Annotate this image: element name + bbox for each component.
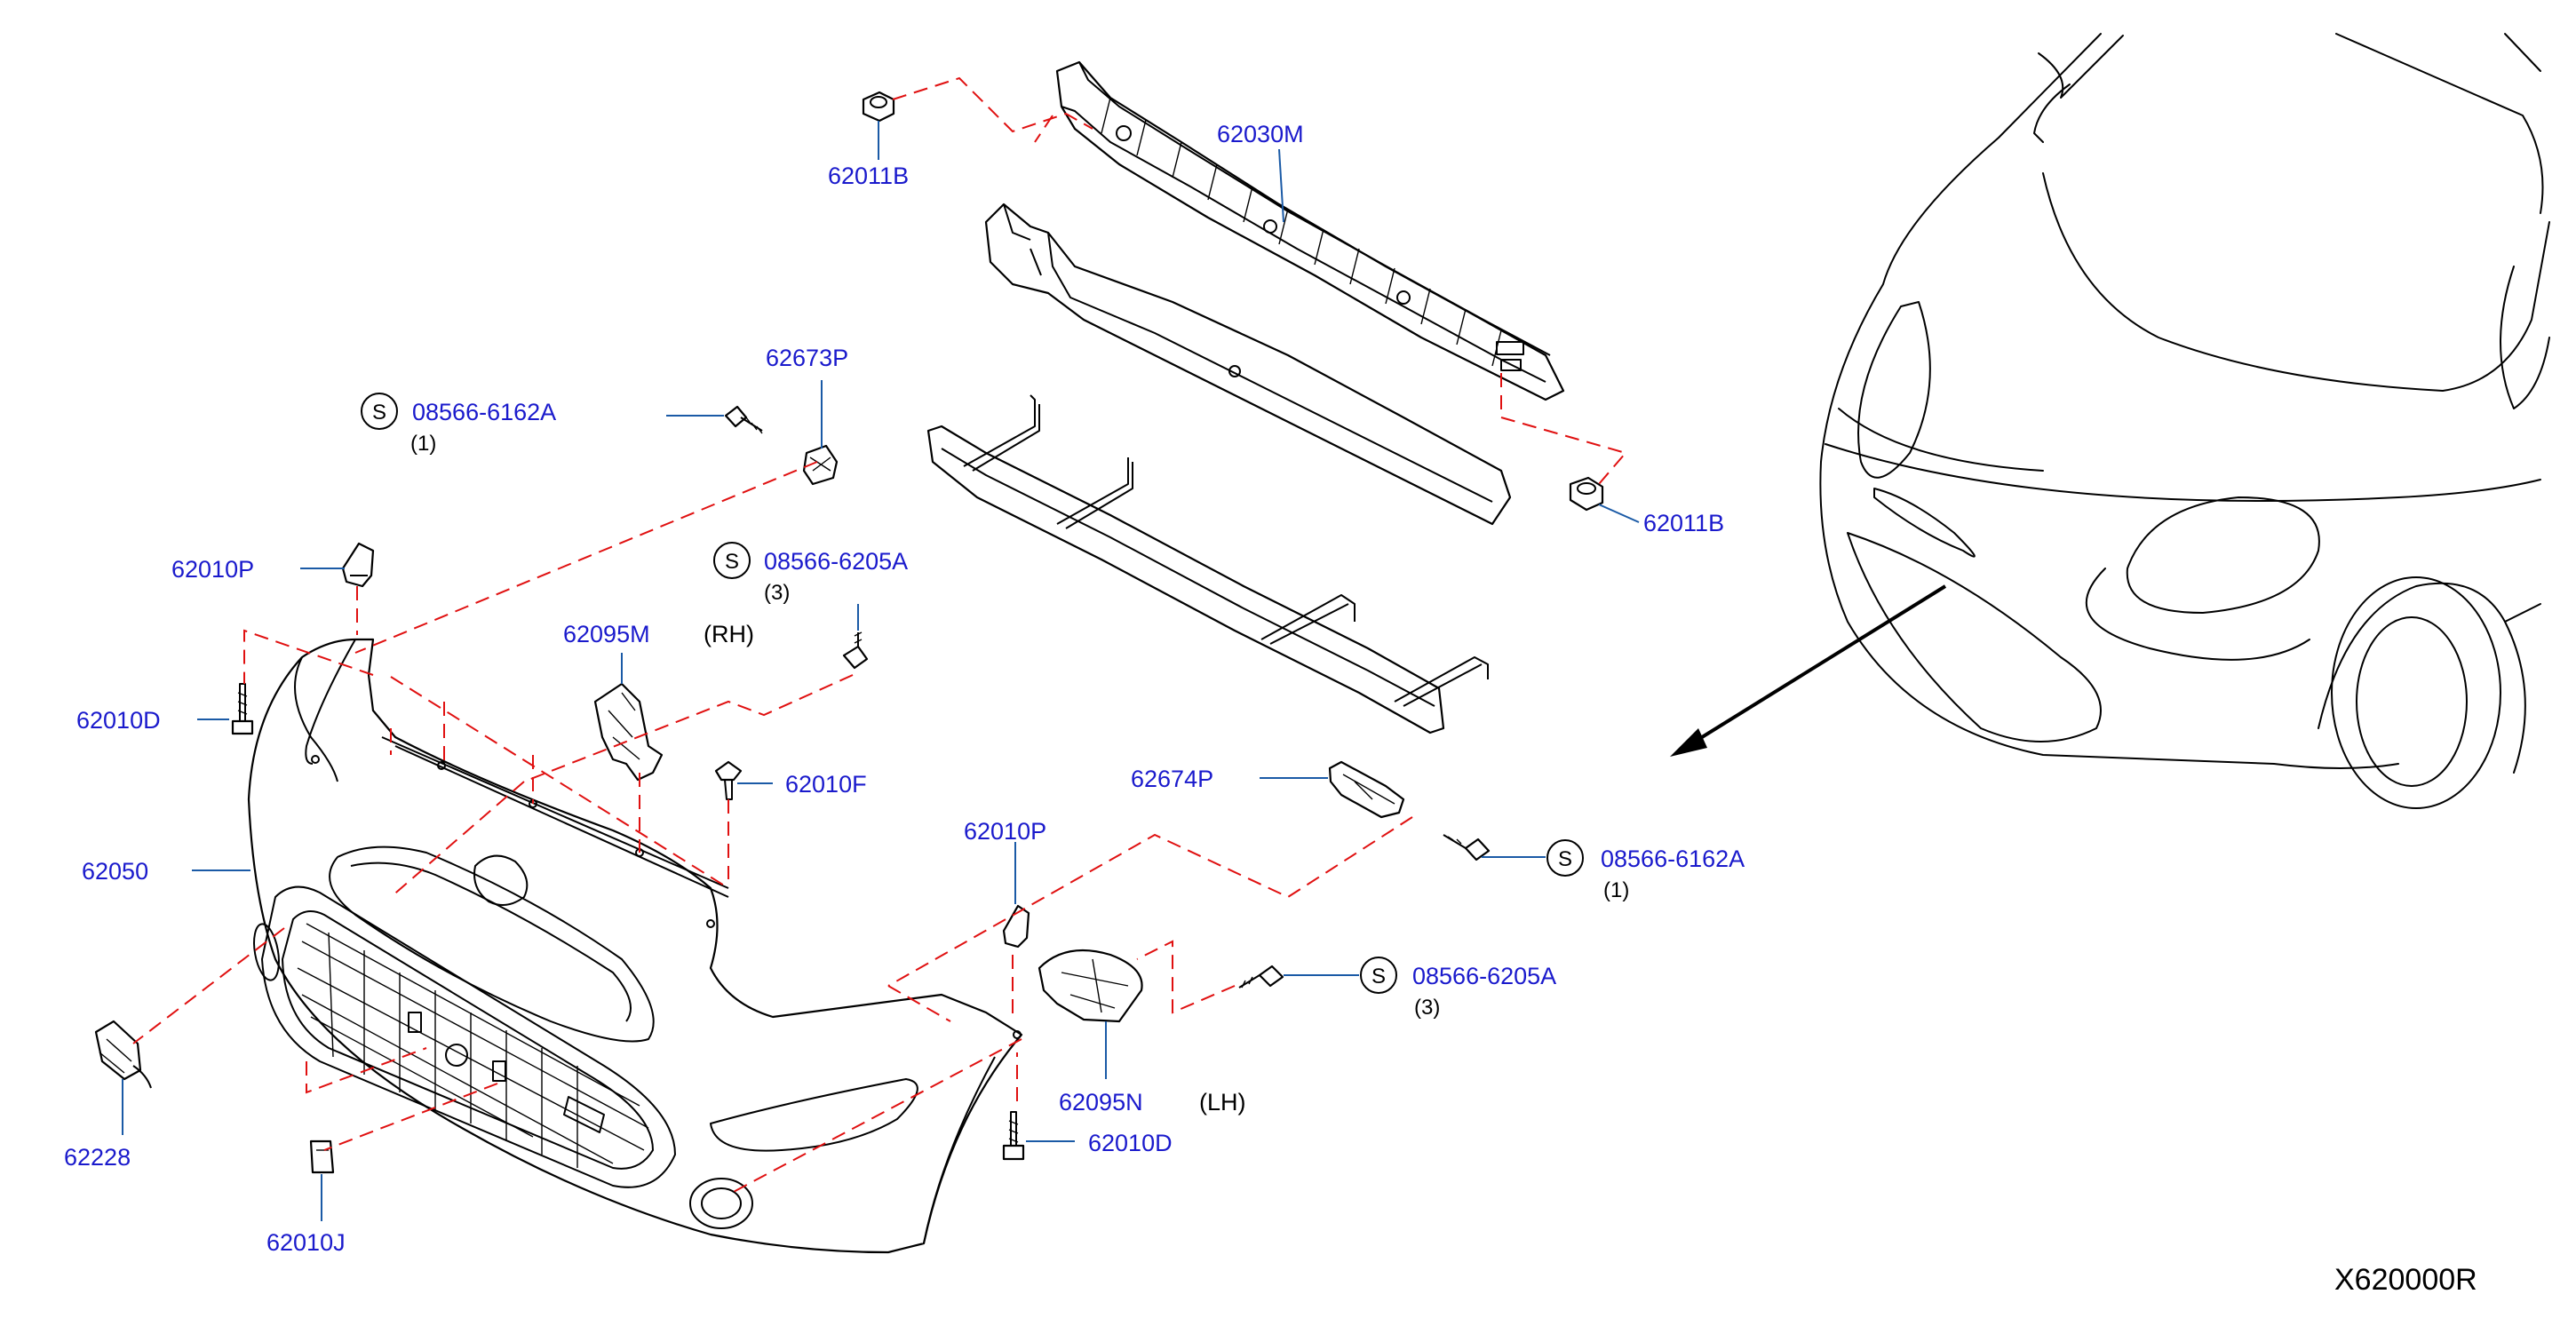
quantity-6162A-right: (1): [1603, 878, 1629, 902]
direction-arrow: [1670, 584, 1947, 757]
clip-62010P-left: [341, 542, 375, 588]
bracket-62674P: [1328, 760, 1405, 819]
part-label-62010J[interactable]: 62010J: [266, 1229, 346, 1256]
quantity-6205A-right: (3): [1414, 996, 1440, 1020]
part-label-62673P[interactable]: 62673P: [766, 345, 848, 371]
part-label-08566-6205A-top[interactable]: 08566-6205A: [764, 548, 908, 575]
standard-part-symbol-3: S: [1546, 839, 1584, 877]
screw-62010D-mid: [1002, 1111, 1025, 1161]
s-symbol-text: S: [1371, 965, 1386, 988]
assembly-reference-lines: [132, 76, 1627, 1195]
part-label-62010D-mid[interactable]: 62010D: [1088, 1130, 1173, 1156]
catalog-code: X620000R: [2334, 1263, 2477, 1297]
nut-62011B-right: [1569, 476, 1604, 512]
s-symbol-text: S: [1558, 847, 1572, 871]
part-label-62010P-mid[interactable]: 62010P: [964, 818, 1046, 845]
part-label-62095M[interactable]: 62095M: [563, 621, 650, 647]
part-label-62011B-right[interactable]: 62011B: [1643, 510, 1724, 536]
bumper-reinforcement-62030M: [1055, 60, 1565, 401]
screw-08566-6162A-right: [1443, 834, 1491, 861]
side-label-rh: (RH): [704, 621, 754, 647]
s-symbol-text: S: [725, 550, 739, 574]
part-label-08566-6162A-top[interactable]: 08566-6162A: [412, 399, 556, 425]
part-label-62011B-top[interactable]: 62011B: [828, 163, 909, 189]
nut-62011B-top: [862, 91, 895, 123]
clip-62010P-mid: [1002, 904, 1030, 949]
part-label-08566-6162A-right[interactable]: 08566-6162A: [1601, 846, 1745, 872]
part-label-08566-6205A-right[interactable]: 08566-6205A: [1412, 963, 1556, 989]
part-label-62228[interactable]: 62228: [64, 1144, 131, 1171]
car-front-view-illustration: [1819, 33, 2550, 809]
part-label-62050[interactable]: 62050: [82, 858, 148, 885]
part-label-62674P[interactable]: 62674P: [1131, 766, 1213, 792]
clip-62010J: [309, 1139, 335, 1174]
bracket-62673P: [802, 444, 839, 486]
part-label-62030M[interactable]: 62030M: [1217, 121, 1304, 147]
part-label-62010D-left[interactable]: 62010D: [76, 707, 161, 734]
screw-08566-6162A-top: [724, 405, 763, 434]
quantity-6205A-top: (3): [764, 581, 790, 605]
sensor-62228: [94, 1020, 152, 1089]
part-label-62010F[interactable]: 62010F: [785, 771, 867, 798]
bumper-lower-bracket-bar: [926, 394, 1489, 734]
standard-part-symbol-4: S: [1360, 957, 1397, 994]
screw-62010D-left: [231, 683, 254, 735]
leader-lines: [122, 121, 1640, 1221]
part-label-62010P-left[interactable]: 62010P: [171, 556, 254, 583]
clip-62010F: [714, 760, 743, 800]
bumper-energy-absorber: [984, 202, 1512, 526]
bracket-62095M-rh: [593, 682, 664, 782]
s-symbol-text: S: [372, 401, 386, 425]
bracket-62095N-lh: [1038, 949, 1143, 1023]
side-label-lh: (LH): [1199, 1089, 1246, 1116]
screw-08566-6205A-top: [842, 631, 869, 670]
front-bumper-fascia-62050: [247, 638, 1023, 1254]
quantity-6162A-top: (1): [410, 432, 436, 456]
standard-part-symbol-2: S: [713, 542, 751, 579]
standard-part-symbol-1: S: [361, 393, 398, 430]
part-label-62095N[interactable]: 62095N: [1059, 1089, 1143, 1116]
screw-08566-6205A-right: [1238, 965, 1284, 988]
